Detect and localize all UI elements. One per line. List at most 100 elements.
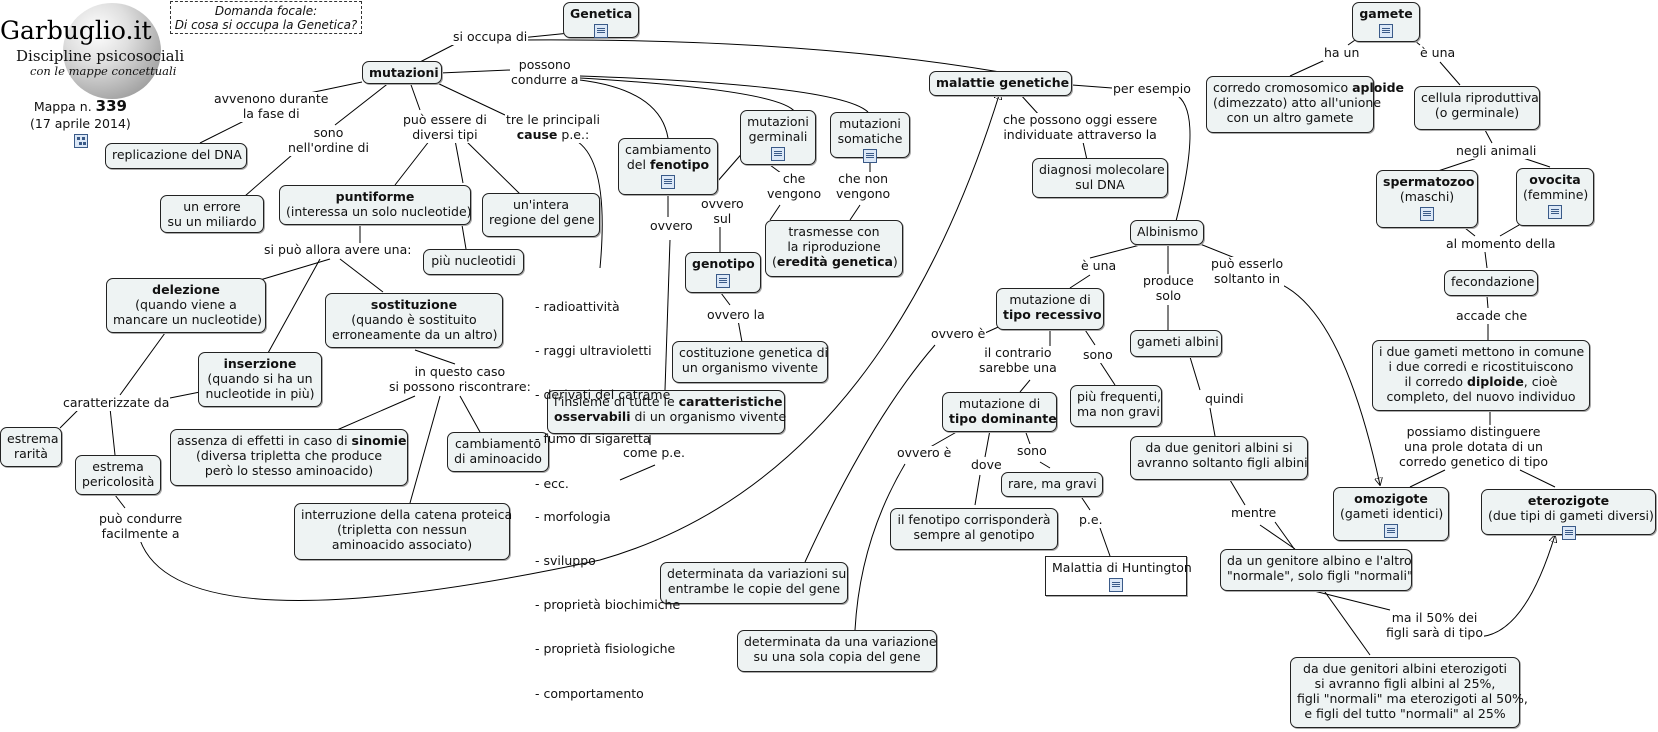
concept-spermatozoo[interactable]: spermatozoo(maschi) (1376, 170, 1478, 228)
map-number-value: 339 (95, 97, 127, 115)
concept-cellula-riproduttiva[interactable]: cellula riproduttiva(o germinale) (1414, 86, 1540, 130)
link-caratterizzate: caratterizzate da (62, 395, 171, 411)
document-icon[interactable] (1548, 204, 1562, 219)
map-date: (17 aprile 2014) (30, 115, 131, 131)
concept-piu-nucleotidi[interactable]: più nucleotidi (423, 249, 524, 275)
concept-insieme-caratteristiche[interactable]: l'insieme di tutte le caratteristiche os… (547, 390, 786, 434)
concept-malattie-genetiche[interactable]: malattie genetiche (929, 71, 1072, 96)
link-quindi: quindi (1204, 391, 1245, 407)
link-pe: p.e. (1078, 512, 1104, 528)
concept-corredo-aploide[interactable]: corredo cromosomico aploide (dimezzato) … (1206, 76, 1404, 133)
concept-omozigote[interactable]: omozigote(gameti identici) (1333, 487, 1449, 541)
concept-cambiamento-fenotipo[interactable]: cambiamento del fenotipo (618, 138, 718, 195)
link-ovvero: ovvero (649, 218, 694, 234)
link-come-pe: come p.e. (622, 445, 686, 461)
concept-gameti-albini[interactable]: gameti albini (1130, 330, 1222, 357)
link-dove: dove (970, 457, 1003, 473)
concept-rare-gravi[interactable]: rare, ma gravi (1001, 472, 1103, 497)
document-icon[interactable] (863, 148, 877, 163)
concept-fecondazione[interactable]: fecondazione (1444, 270, 1538, 296)
link-mentre: mentre (1230, 505, 1278, 521)
document-icon[interactable] (594, 23, 608, 38)
concept-mutazioni[interactable]: mutazioni (362, 61, 442, 84)
concept-replicazione-dna[interactable]: replicazione del DNA (105, 143, 247, 169)
concept-eterozigote[interactable]: eterozigote(due tipi di gameti diversi) (1481, 489, 1656, 540)
concept-genotipo[interactable]: genotipo (685, 252, 761, 293)
link-sono: sono (1082, 347, 1114, 363)
link-ovvero-la: ovvero la (706, 307, 766, 323)
concept-huntington[interactable]: Malattia di Huntington (1045, 556, 1192, 596)
concept-albinismo[interactable]: Albinismo (1130, 220, 1204, 245)
link-negli-animali: negli animali (1455, 143, 1538, 159)
list-caratteristiche: - morfologia - sviluppo - proprietà bioc… (535, 508, 681, 701)
concept-corredo-diploide[interactable]: i due gameti mettono in comune i due cor… (1372, 340, 1590, 411)
link-per-esempio: per esempio (1112, 81, 1192, 97)
document-icon[interactable] (1420, 206, 1434, 221)
document-icon[interactable] (1109, 577, 1123, 592)
link-ha-un: ha un (1323, 45, 1361, 61)
concept-trasmesse-riproduzione[interactable]: trasmesse con la riproduzione (eredità g… (765, 220, 903, 277)
logo-subtitle: Discipline psicosociali (16, 47, 185, 65)
map-number: Mappa n. 339 (17 aprile 2014) (30, 97, 131, 131)
concept-puntiforme[interactable]: puntiforme(interessa un solo nucleotide) (279, 185, 472, 225)
document-icon[interactable] (1384, 523, 1398, 538)
concept-assenza-effetti[interactable]: assenza di effetti in caso di sinomie (d… (170, 429, 408, 486)
document-icon[interactable] (771, 146, 785, 161)
list-cause: - radioattività - raggi ultravioletti - … (535, 298, 671, 491)
concept-genitore-albino-normale[interactable]: da un genitore albino e l'altro"normale"… (1220, 549, 1413, 591)
logo-title: Garbuglio.it (0, 16, 152, 45)
link-e-una-2: è una (1419, 45, 1457, 61)
link-si-puo-allora: si può allora avere una: (263, 242, 413, 258)
concept-piu-frequenti[interactable]: più frequenti,ma non gravi (1070, 385, 1162, 427)
document-icon[interactable] (1379, 23, 1393, 38)
link-ovvero-e: ovvero è (930, 326, 987, 342)
logo-orb (63, 3, 161, 99)
focal-question-box: Domanda focale: Di cosa si occupa la Gen… (170, 1, 362, 34)
concept-genetica[interactable]: Genetica (563, 2, 639, 38)
link-sono-2: sono (1016, 443, 1048, 459)
link-si-occupa-di: si occupa di (452, 29, 529, 45)
focal-question: Di cosa si occupa la Genetica? (174, 18, 358, 33)
concept-ovocita[interactable]: ovocita(femmine) (1516, 168, 1594, 226)
concept-map-icon[interactable] (74, 134, 88, 148)
concept-interruzione-catena[interactable]: interruzione della catena proteica(tripl… (294, 503, 512, 560)
document-icon[interactable] (716, 273, 730, 288)
link-ovvero-e-2: ovvero è (896, 445, 953, 461)
logo-tagline: con le mappe concettuali (30, 64, 177, 78)
concept-gamete[interactable]: gamete (1352, 2, 1420, 42)
document-icon[interactable] (661, 174, 675, 189)
document-icon[interactable] (1561, 525, 1576, 540)
